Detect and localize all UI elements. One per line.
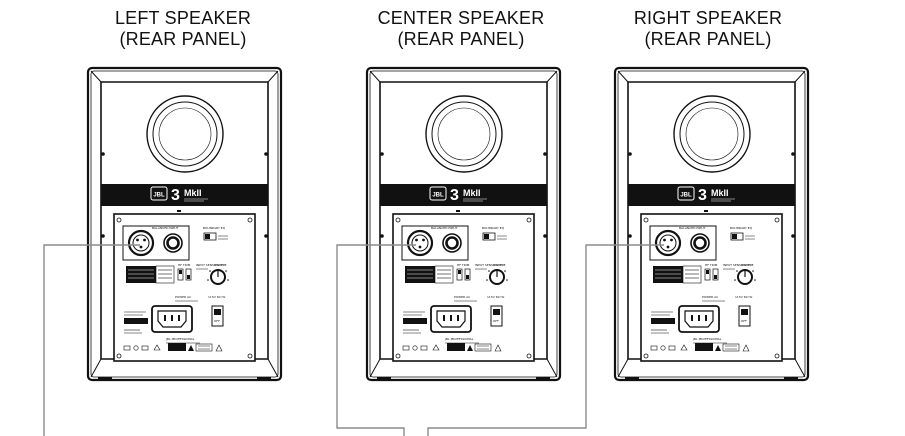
right-speaker: [613, 66, 810, 382]
left-speaker: [86, 66, 283, 382]
right-speaker-title: RIGHT SPEAKER (REAR PANEL): [598, 8, 818, 50]
right-speaker-cable: [427, 244, 664, 436]
right-speaker-title-line1: RIGHT SPEAKER: [633, 8, 783, 28]
right-speaker-title-line2: (REAR PANEL): [644, 29, 772, 49]
left-speaker-title: LEFT SPEAKER (REAR PANEL): [73, 8, 293, 50]
center-speaker: [365, 66, 562, 382]
center-speaker-cable: [336, 244, 416, 436]
center-speaker-title: CENTER SPEAKER (REAR PANEL): [351, 8, 571, 50]
left-speaker-title-line2: (REAR PANEL): [119, 29, 247, 49]
center-speaker-title-line2: (REAR PANEL): [397, 29, 525, 49]
left-speaker-title-line1: LEFT SPEAKER: [114, 8, 252, 28]
left-speaker-cable: [43, 244, 140, 436]
center-speaker-title-line1: CENTER SPEAKER: [377, 8, 545, 28]
